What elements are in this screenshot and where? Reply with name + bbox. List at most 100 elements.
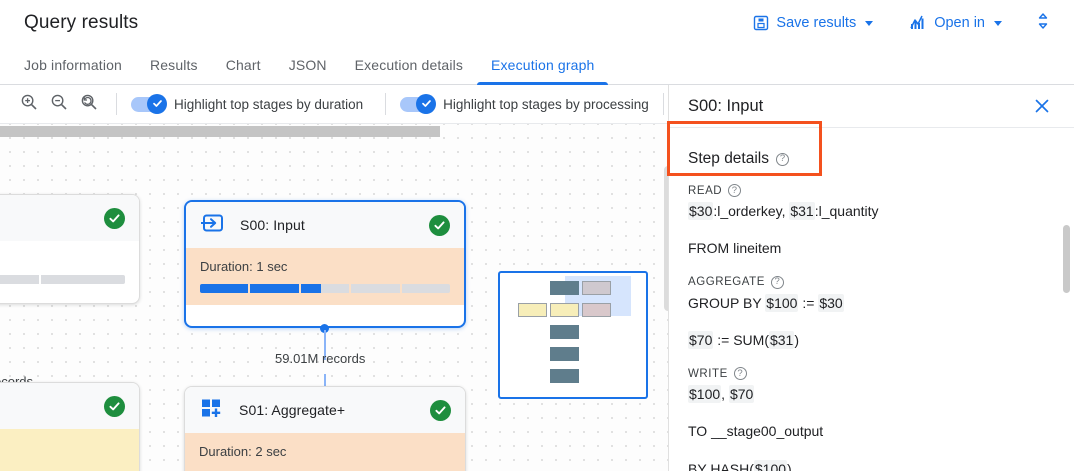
zoom-reset-button[interactable] bbox=[76, 91, 102, 117]
detail-keyword: AGGREGATE ? bbox=[688, 275, 1056, 289]
zoom-out-button[interactable] bbox=[46, 91, 72, 117]
zoom-out-icon bbox=[50, 93, 68, 116]
node-header: S00: Input bbox=[186, 202, 464, 248]
aggregate-plus-icon bbox=[199, 396, 225, 425]
check-icon bbox=[416, 93, 437, 114]
keyword-label: WRITE bbox=[688, 367, 728, 380]
tab-execution-details[interactable]: Execution details bbox=[341, 46, 477, 84]
tab-label: Results bbox=[149, 57, 198, 73]
tab-execution-graph[interactable]: Execution graph bbox=[477, 46, 609, 85]
save-results-button[interactable]: Save results bbox=[743, 8, 883, 38]
chevron-down-icon bbox=[865, 20, 874, 26]
toggle-switch-on[interactable] bbox=[400, 93, 437, 114]
panel-title: S00: Input bbox=[688, 96, 764, 115]
open-in-label: Open in bbox=[934, 15, 985, 31]
minimap-node bbox=[582, 303, 611, 317]
bar-segment bbox=[0, 275, 40, 284]
tab-label: Chart bbox=[225, 57, 261, 73]
bar-segment bbox=[300, 284, 350, 293]
variable-ref: $100 bbox=[753, 459, 788, 471]
toggle-highlight-by-duration[interactable]: Highlight top stages by duration bbox=[131, 93, 364, 114]
node-output-port[interactable] bbox=[320, 324, 329, 333]
check-icon bbox=[147, 93, 167, 114]
detail-statement-to: TO __stage00_output bbox=[688, 423, 824, 440]
node-duration: Duration: 2 sec bbox=[199, 444, 287, 459]
panel-header: S00: Input bbox=[669, 85, 1074, 128]
zoom-reset-icon bbox=[80, 93, 98, 116]
minimap-node bbox=[518, 303, 547, 317]
tab-job-information[interactable]: Job information bbox=[10, 46, 136, 84]
zoom-in-button[interactable] bbox=[16, 91, 42, 117]
save-results-icon bbox=[753, 15, 769, 31]
variable-ref: $30 bbox=[818, 293, 844, 312]
variable-ref: $100 bbox=[688, 385, 722, 404]
node-body bbox=[0, 429, 139, 471]
step-details-panel: S00: Input Step details ? READ ? $30:l_o… bbox=[668, 85, 1074, 471]
zoom-controls bbox=[0, 91, 102, 117]
chart-icon bbox=[909, 15, 927, 31]
help-icon[interactable]: ? bbox=[728, 184, 742, 197]
expand-collapse-button[interactable] bbox=[1026, 6, 1060, 40]
detail-statement-from: FROM lineitem bbox=[688, 240, 782, 257]
node-header bbox=[0, 195, 139, 241]
toggle-switch-on[interactable] bbox=[131, 93, 167, 114]
check-circle-icon bbox=[430, 399, 451, 421]
execution-graph-canvas[interactable]: ecords bbox=[0, 124, 674, 471]
detail-keyword: READ ? bbox=[688, 184, 1056, 197]
tab-label: Job information bbox=[24, 57, 122, 73]
toolbar-divider bbox=[116, 93, 117, 115]
node-duration: Duration: 1 sec bbox=[200, 259, 288, 274]
minimap-node bbox=[550, 347, 579, 361]
graph-node-partial-bottom[interactable] bbox=[0, 382, 140, 471]
tab-chart[interactable]: Chart bbox=[212, 46, 275, 84]
tab-label: JSON bbox=[288, 57, 327, 73]
check-circle-icon bbox=[429, 214, 450, 236]
chevron-down-icon bbox=[994, 20, 1002, 26]
toolbar-divider bbox=[662, 93, 664, 115]
variable-ref: $70 bbox=[728, 385, 755, 404]
panel-scrollbar[interactable] bbox=[1063, 225, 1070, 293]
canvas-horizontal-scrollbar[interactable] bbox=[0, 126, 440, 137]
detail-statement: $100, $70 bbox=[688, 385, 755, 404]
tab-results[interactable]: Results bbox=[136, 46, 212, 84]
page-title: Query results bbox=[24, 12, 139, 33]
zoom-in-icon bbox=[20, 93, 38, 116]
minimap-node bbox=[550, 281, 579, 295]
variable-ref: $100 bbox=[765, 293, 799, 312]
node-header bbox=[0, 383, 139, 429]
graph-node-s01[interactable]: S01: Aggregate+ Duration: 2 sec bbox=[184, 386, 466, 471]
input-arrow-icon bbox=[200, 211, 226, 240]
help-icon[interactable]: ? bbox=[770, 275, 784, 289]
duration-bar bbox=[0, 275, 126, 284]
graph-node-s00[interactable]: S00: Input Duration: 1 sec bbox=[184, 200, 466, 328]
open-in-button[interactable]: Open in bbox=[899, 8, 1012, 38]
detail-block-aggregate: AGGREGATE ? GROUP BY $100 := $30 bbox=[688, 275, 1056, 313]
detail-keyword: WRITE ? bbox=[688, 367, 1056, 381]
node-body: Duration: 1 sec bbox=[186, 248, 464, 305]
unfold-more-icon bbox=[1035, 11, 1051, 36]
edge-label-records: 59.01M records bbox=[275, 351, 366, 366]
keyword-label: READ bbox=[688, 184, 723, 197]
detail-block-read: READ ? $30:l_orderkey, $31:l_quantity bbox=[688, 184, 1056, 221]
tab-bar: Job information Results Chart JSON Execu… bbox=[0, 46, 1074, 85]
toggle-label: Highlight top stages by duration bbox=[174, 96, 364, 112]
help-icon[interactable]: ? bbox=[733, 367, 747, 381]
help-icon[interactable]: ? bbox=[776, 152, 789, 166]
node-body bbox=[0, 241, 139, 296]
graph-node-partial-top[interactable] bbox=[0, 194, 140, 304]
close-icon[interactable] bbox=[1028, 92, 1056, 120]
header-actions: Save results Open in bbox=[743, 6, 1074, 40]
bar-segment bbox=[200, 284, 249, 293]
node-title: S00: Input bbox=[240, 217, 305, 233]
variable-ref: $30 bbox=[688, 202, 714, 220]
node-title: S01: Aggregate+ bbox=[239, 402, 346, 418]
graph-minimap[interactable] bbox=[498, 271, 648, 399]
toggle-highlight-by-processing[interactable]: Highlight top stages by processing bbox=[400, 93, 649, 114]
save-results-label: Save results bbox=[776, 15, 857, 31]
tab-label: Execution graph bbox=[491, 57, 595, 73]
detail-statement: GROUP BY $100 := $30 bbox=[688, 293, 844, 312]
variable-ref: $31 bbox=[768, 330, 795, 349]
tab-json[interactable]: JSON bbox=[275, 46, 341, 84]
node-body: Duration: 2 sec bbox=[185, 433, 465, 471]
